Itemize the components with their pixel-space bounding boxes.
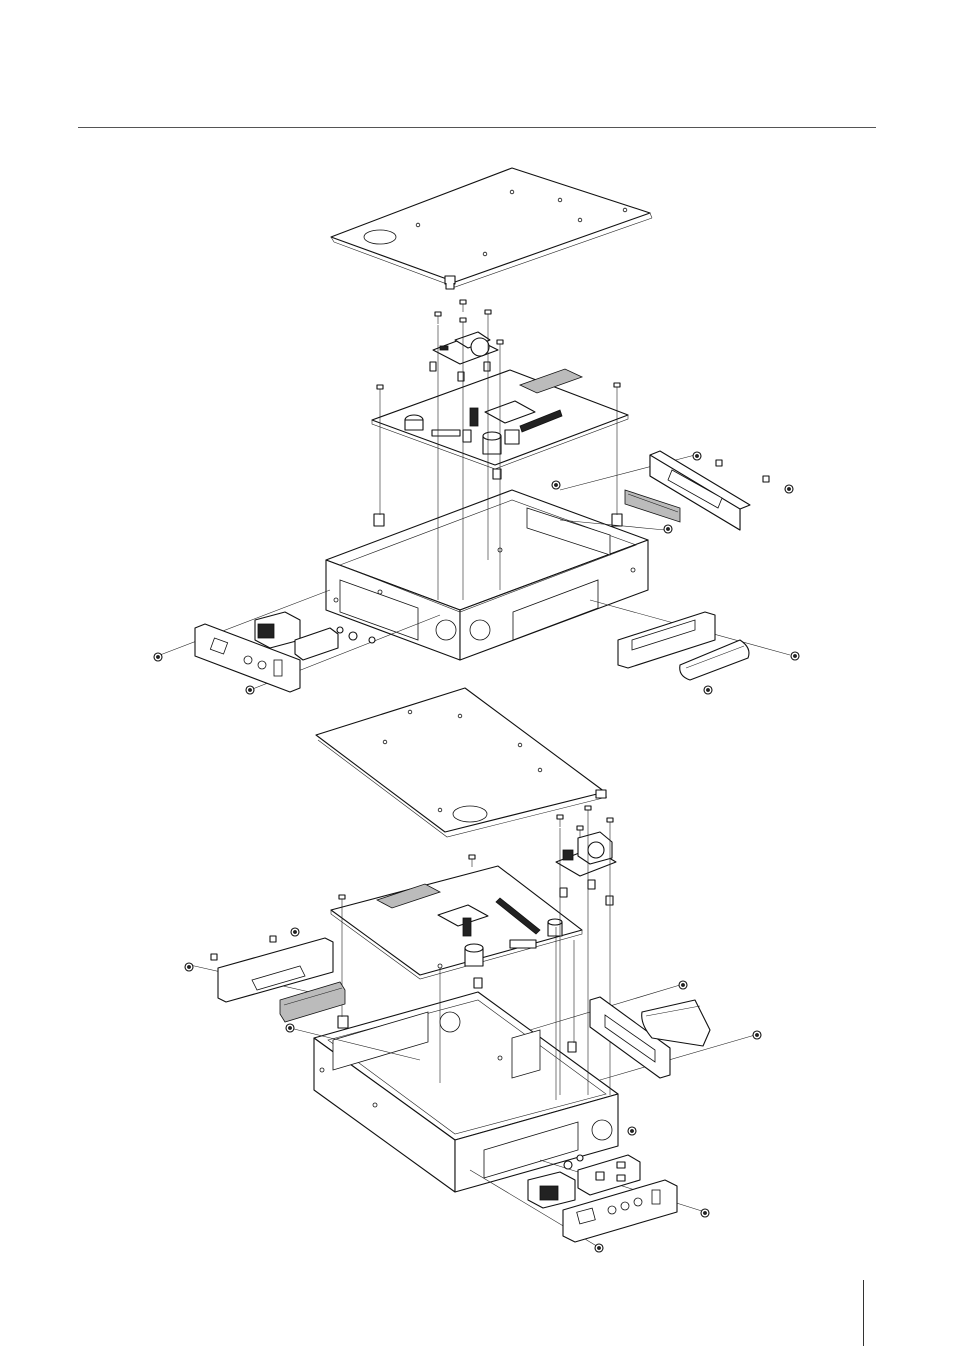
assembly-view-bottom	[185, 688, 761, 1252]
panel-switch-top	[154, 612, 375, 694]
cover-plate-top	[331, 168, 652, 289]
main-board-bottom	[331, 866, 582, 979]
chassis-bottom	[314, 992, 618, 1192]
sub-board-bottom	[556, 832, 616, 905]
panel-centronics-top	[618, 612, 799, 694]
assembly-view-top	[154, 168, 799, 694]
panel-db-connector-bottom	[185, 928, 345, 1032]
panel-centronics-bottom	[590, 981, 761, 1078]
